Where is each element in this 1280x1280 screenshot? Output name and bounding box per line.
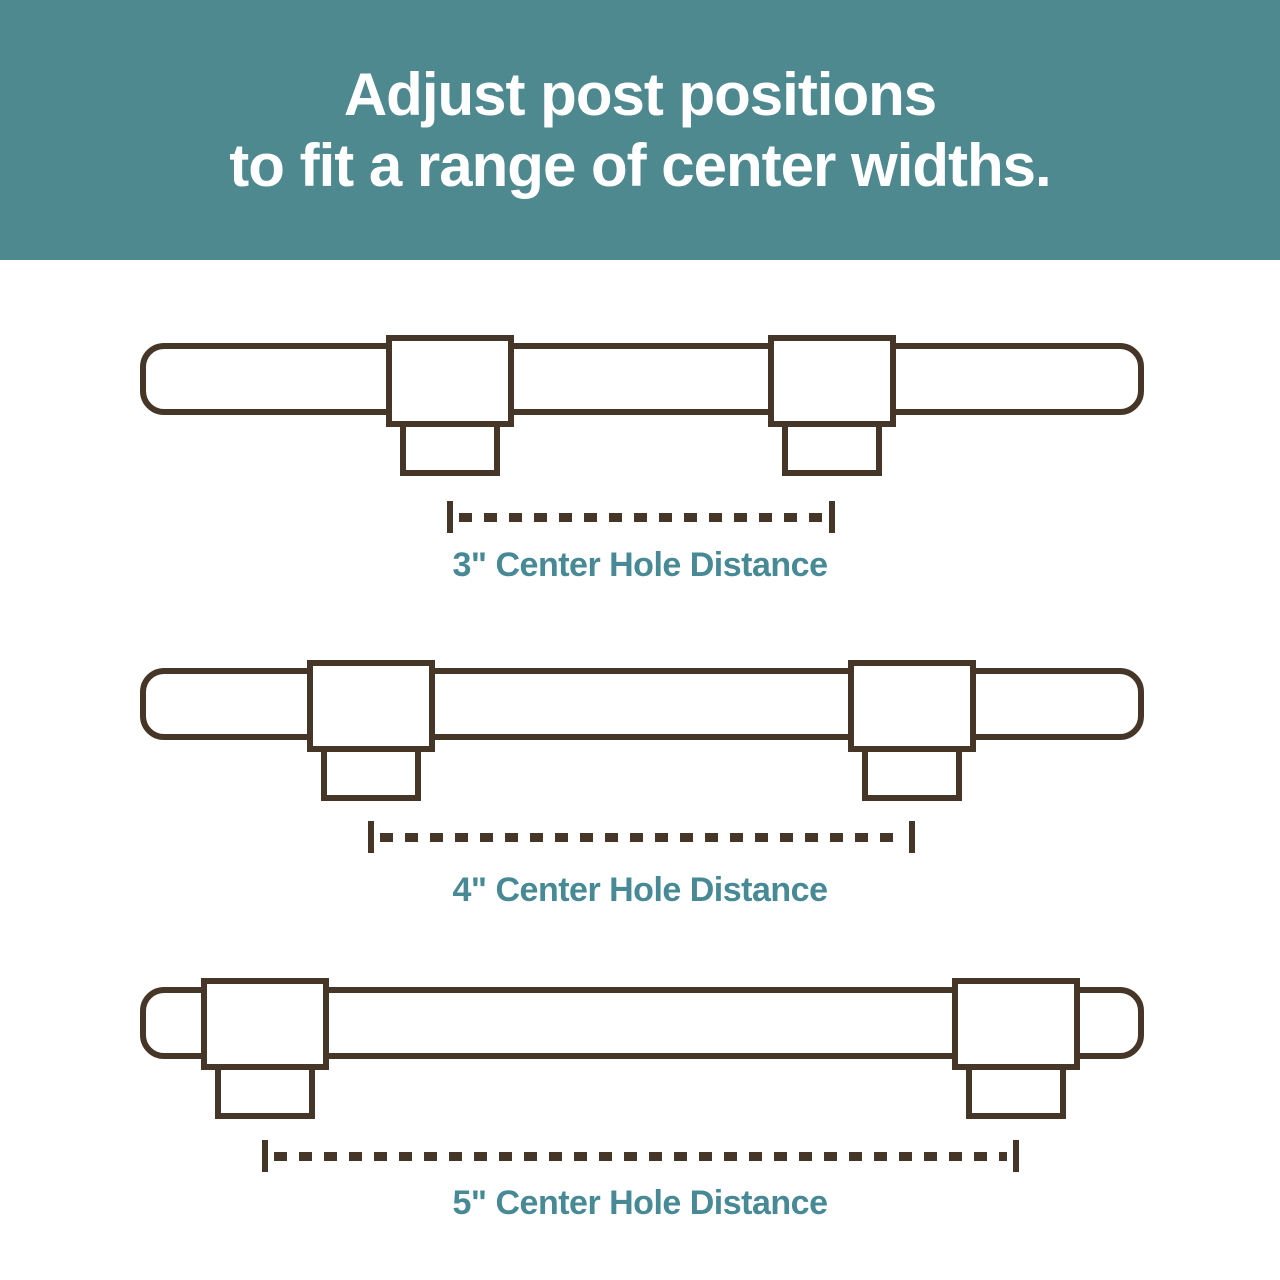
dimension-line-5-inch	[274, 1152, 1007, 1161]
header-banner: Adjust post positions to fit a range of …	[0, 0, 1280, 260]
dimension-label-3-inch: 3" Center Hole Distance	[452, 546, 828, 584]
post-stem-left-4-inch	[321, 746, 421, 801]
dimension-line-4-inch	[380, 833, 903, 842]
post-square-left-4-inch	[307, 660, 435, 752]
post-stem-right-3-inch	[782, 421, 882, 476]
dimension-label-5-inch: 5" Center Hole Distance	[452, 1184, 828, 1222]
post-square-right-5-inch	[952, 978, 1080, 1070]
header-title-line1: Adjust post positions	[343, 61, 937, 128]
dimension-tick-left-4-inch	[368, 821, 374, 853]
post-stem-right-4-inch	[862, 746, 962, 801]
dimension-tick-left-5-inch	[262, 1140, 268, 1172]
dimension-tick-right-5-inch	[1013, 1140, 1019, 1172]
post-square-right-4-inch	[848, 660, 976, 752]
post-stem-left-3-inch	[400, 421, 500, 476]
dimension-line-3-inch	[459, 513, 823, 522]
post-stem-right-5-inch	[966, 1064, 1066, 1119]
dimension-tick-left-3-inch	[447, 501, 453, 533]
post-square-left-5-inch	[201, 978, 329, 1070]
post-stem-left-5-inch	[215, 1064, 315, 1119]
handle-bar-3-inch	[140, 343, 1144, 415]
handle-bar-4-inch	[140, 668, 1144, 740]
post-square-right-3-inch	[768, 335, 896, 427]
dimension-label-4-inch: 4" Center Hole Distance	[452, 871, 828, 909]
header-title-line2: to fit a range of center widths.	[229, 132, 1051, 199]
dimension-tick-right-4-inch	[909, 821, 915, 853]
dimension-tick-right-3-inch	[829, 501, 835, 533]
post-square-left-3-inch	[386, 335, 514, 427]
